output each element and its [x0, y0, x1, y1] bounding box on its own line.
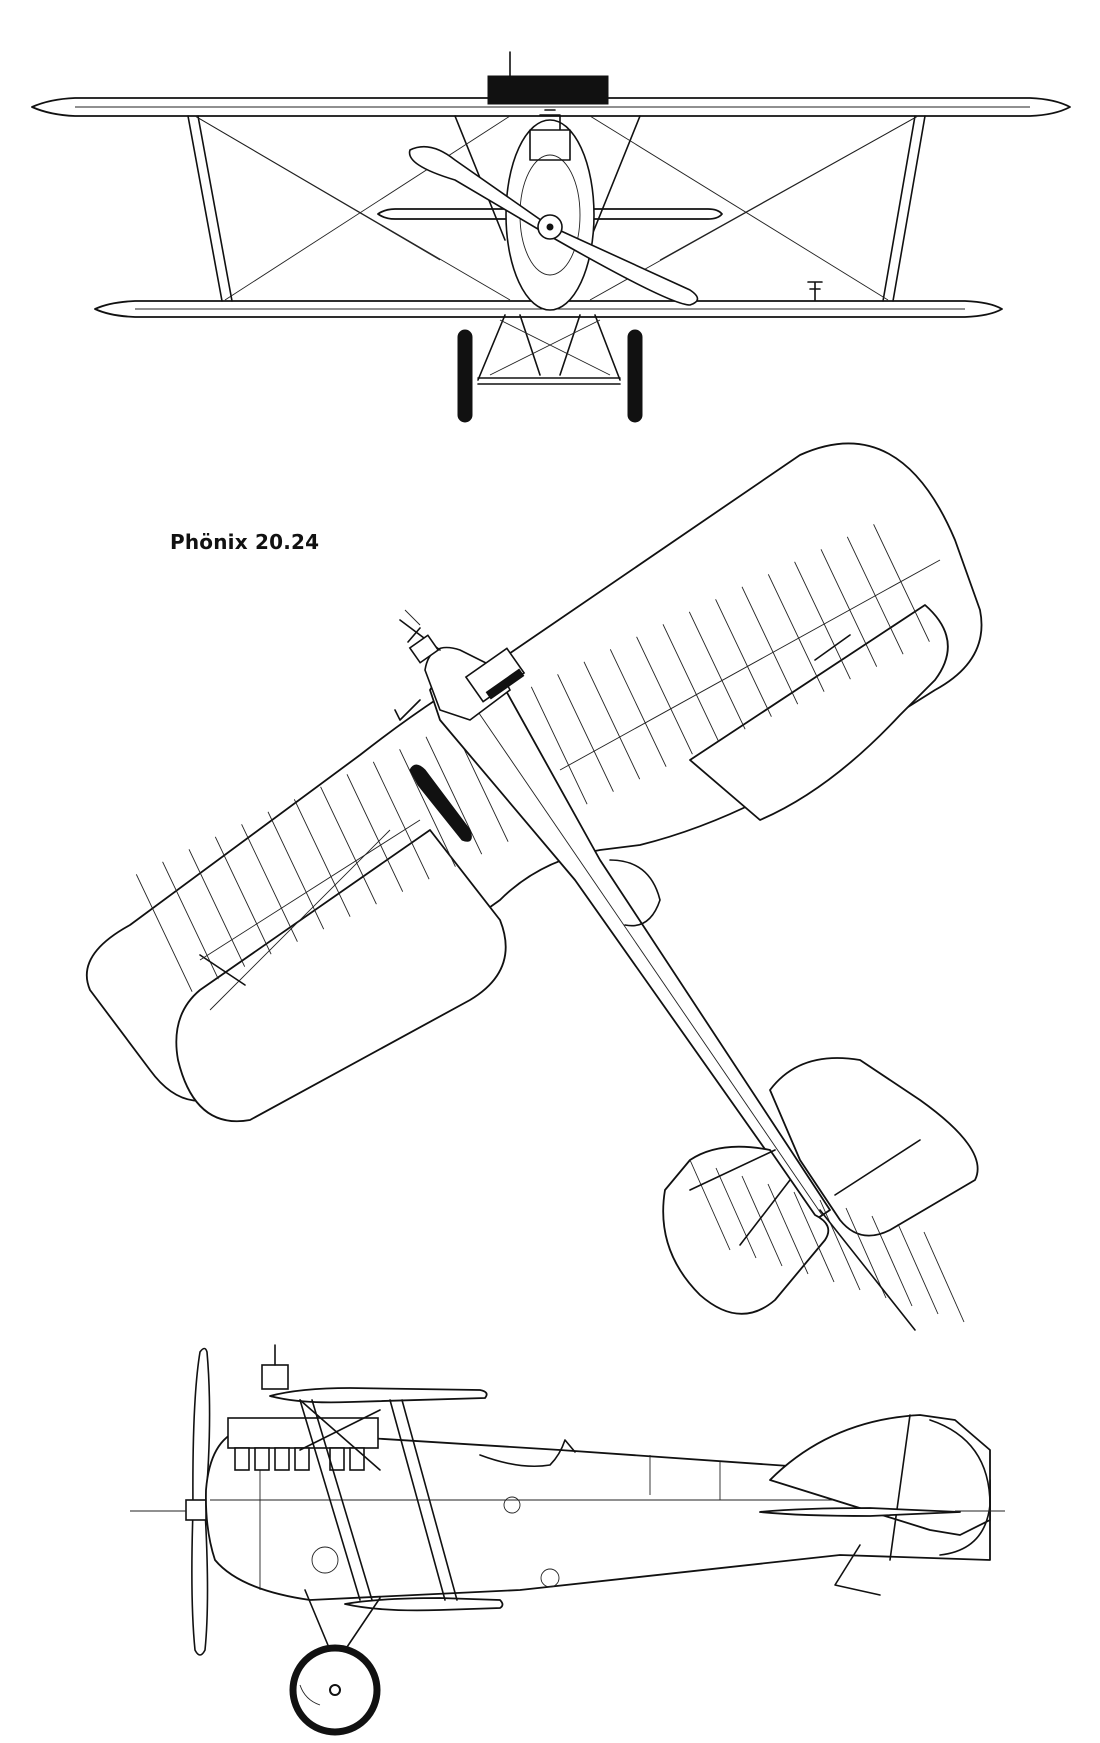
wing-rib — [715, 599, 772, 717]
top-view — [85, 442, 983, 1331]
wing-rib — [557, 674, 614, 792]
top-rudder-line — [819, 1209, 916, 1331]
front-view — [31, 51, 1071, 423]
wing-rib — [162, 861, 219, 980]
side-view — [130, 1344, 1005, 1736]
wing-rib — [530, 686, 588, 805]
wing-rib — [293, 799, 351, 917]
wing-rib — [662, 624, 720, 742]
tail-rib — [741, 1175, 783, 1267]
side-engine — [227, 1417, 379, 1471]
wing-rib — [135, 874, 193, 992]
wing-rib — [741, 586, 799, 705]
tail-rib — [715, 1167, 757, 1259]
top-lower-wing-right — [689, 604, 949, 821]
side-interplane-struts — [299, 1399, 458, 1601]
top-lower-wing-left — [175, 829, 507, 1123]
wing-rib — [636, 636, 693, 755]
front-gun-block — [487, 75, 609, 105]
tail-rib — [923, 1231, 965, 1323]
tail-rib — [793, 1191, 835, 1283]
tail-rib — [845, 1207, 887, 1299]
tail-rib — [897, 1223, 939, 1315]
wing-rib — [873, 524, 930, 642]
side-tailplane — [759, 1507, 961, 1517]
top-tailplane-right — [769, 1057, 979, 1237]
wing-rib — [399, 749, 456, 867]
side-rudder — [929, 1419, 991, 1556]
aircraft-caption: Phönix 20.24 — [170, 530, 320, 554]
tail-rib — [819, 1199, 861, 1291]
wing-rib — [820, 549, 878, 667]
wing-rib — [320, 786, 377, 905]
top-struts — [199, 634, 851, 986]
wing-rib — [609, 649, 667, 767]
top-bracing-wires — [199, 559, 941, 1011]
side-landing-gear — [289, 1589, 381, 1736]
side-cockpit — [479, 1439, 576, 1468]
wing-rib — [267, 811, 325, 930]
wing-rib — [188, 849, 246, 967]
wing-rib — [688, 611, 746, 730]
wing-rib — [794, 561, 851, 680]
front-propeller — [408, 145, 699, 306]
front-landing-gear — [457, 314, 643, 423]
side-tail-skid — [834, 1544, 881, 1596]
front-interplane-struts — [187, 115, 926, 302]
tail-rib — [871, 1215, 913, 1307]
tail-rib — [689, 1159, 731, 1251]
top-propeller — [409, 764, 472, 842]
wing-rib — [425, 736, 483, 855]
side-gun-mount — [261, 1364, 289, 1390]
wing-rib — [767, 574, 825, 692]
top-tail-ribs — [689, 1159, 965, 1323]
side-lower-wing — [344, 1597, 504, 1612]
top-cockpit — [609, 859, 661, 927]
wing-rib — [372, 761, 430, 880]
wing-rib — [241, 824, 298, 942]
side-upper-wing — [269, 1387, 488, 1404]
top-tailplane-left — [662, 1145, 830, 1315]
front-right-wheel — [627, 329, 643, 423]
wing-rib — [214, 836, 272, 955]
top-tail-struts — [689, 1139, 921, 1246]
wing-rib — [346, 774, 404, 892]
wing-rib — [583, 661, 641, 780]
side-fin — [769, 1414, 991, 1536]
front-left-wheel — [457, 329, 473, 423]
